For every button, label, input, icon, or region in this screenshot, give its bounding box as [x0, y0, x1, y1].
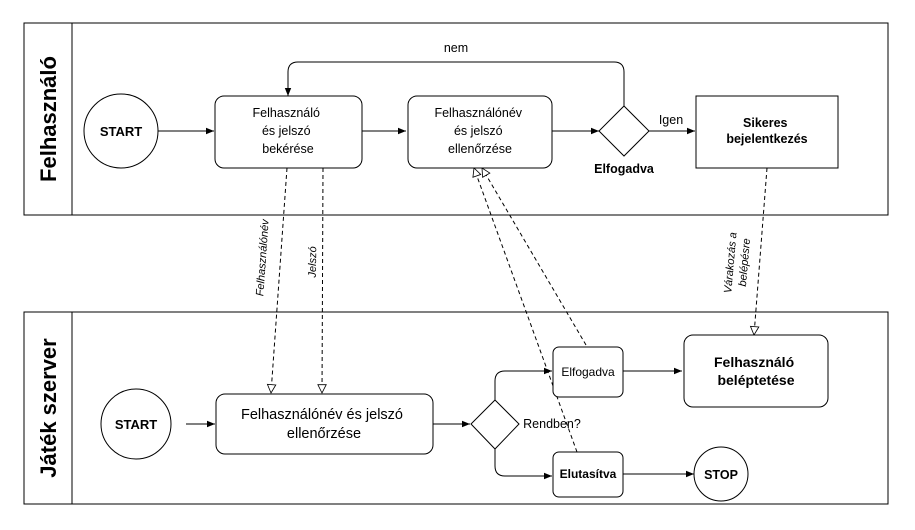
user-check-line-3: ellenőrzése	[448, 142, 512, 156]
svg-text:Sikeres bejelentkezés: Sikeres bejelentkezés	[726, 116, 807, 146]
user-input-box: Felhasználó és jelszó bekérése	[214, 95, 363, 169]
success-line-1: Sikeres	[743, 116, 788, 130]
edge-label-yes: Igen	[659, 113, 683, 127]
user-input-line-3: bekérése	[262, 142, 313, 156]
server-check-line-1: Felhasználónév és jelszó	[241, 407, 403, 423]
accepted-label: Elfogadva	[561, 365, 615, 379]
user-decision-label: Elfogadva	[594, 162, 655, 176]
rejected-label: Elutasítva	[560, 467, 617, 481]
svg-text:Felhasználó beléptetése: Felhasználó beléptetése	[714, 354, 798, 388]
lane-title-server: Játék szerver	[36, 338, 61, 478]
message-edges	[271, 168, 768, 453]
message-waiting-line-1: Várakozás a	[722, 232, 739, 294]
svg-text:Felhasználó és jelszó: Felhasználó és jelszó bekérése	[253, 106, 324, 156]
login-line-2: beléptetése	[717, 372, 794, 388]
edge-label-no: nem	[444, 41, 468, 55]
stop-node: STOP	[693, 446, 749, 502]
server-start-label: START	[115, 417, 157, 432]
accepted-box: Elfogadva	[552, 346, 624, 398]
edges-server	[186, 367, 694, 480]
user-check-line-2: és jelszó	[454, 124, 503, 138]
success-box: Sikeres bejelentkezés	[695, 95, 839, 169]
edges-user	[158, 61, 695, 135]
message-password: Jelszó	[307, 246, 320, 278]
rejected-box: Elutasítva	[552, 451, 624, 498]
user-check-line-1: Felhasználónév	[434, 106, 522, 120]
server-decision-diamond: Rendben?	[470, 399, 581, 450]
svg-text:Felhasználónév és jelszó: Felhasználónév és jelszó ellenőrzése	[434, 106, 525, 156]
stop-label: STOP	[704, 468, 738, 482]
user-check-box: Felhasználónév és jelszó ellenőrzése	[407, 95, 553, 169]
message-username: Felhasználónév	[254, 217, 271, 296]
user-decision-diamond: Elfogadva	[594, 105, 655, 176]
user-start-node: START	[83, 93, 159, 169]
lane-title-user: Felhasználó	[36, 56, 61, 182]
server-check-box: Felhasználónév és jelszó ellenőrzése	[215, 393, 434, 455]
user-input-line-2: és jelszó	[262, 124, 311, 138]
success-line-2: bejelentkezés	[726, 132, 807, 146]
user-input-line-1: Felhasználó	[253, 106, 320, 120]
message-waiting: Várakozás a belépésre	[722, 229, 753, 295]
login-line-1: Felhasználó	[714, 354, 794, 370]
svg-text:Felhasználónév és jelszó: Felhasználónév és jelszó ellenőrzése	[241, 407, 407, 442]
server-start-node: START	[100, 388, 172, 460]
login-box: Felhasználó beléptetése	[683, 334, 829, 408]
message-waiting-line-2: belépésre	[737, 238, 753, 287]
server-decision-label: Rendben?	[523, 417, 581, 431]
server-check-line-2: ellenőrzése	[287, 426, 361, 442]
user-start-label: START	[100, 124, 142, 139]
